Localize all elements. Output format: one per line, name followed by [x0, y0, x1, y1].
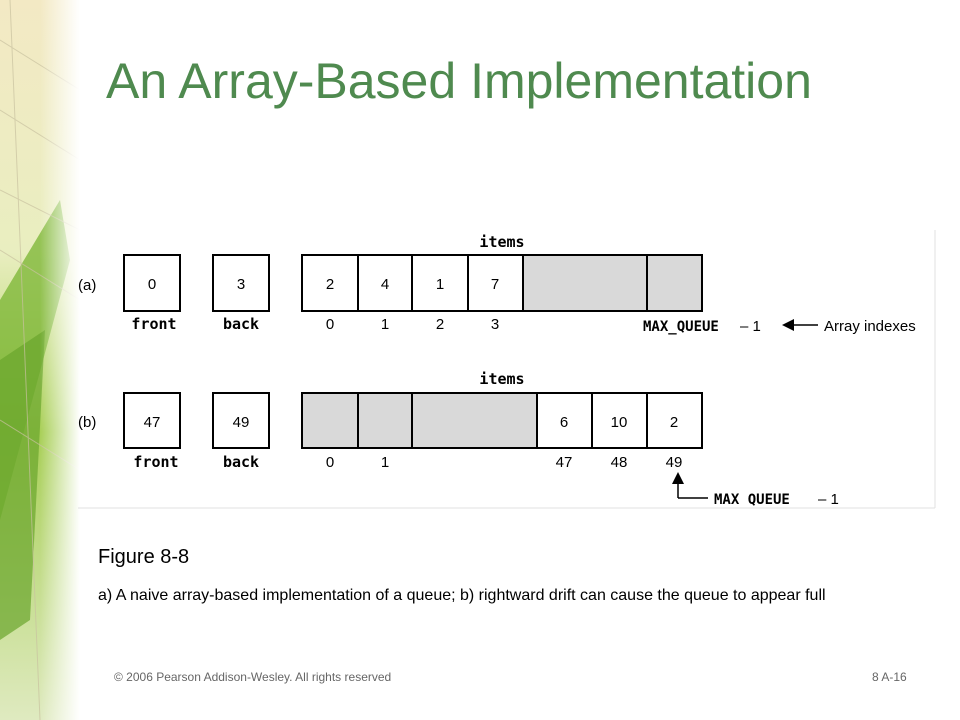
array-a-value-3: 7 [491, 276, 499, 293]
array-a-cell-2 [411, 254, 469, 312]
array-b-cell-gap [411, 392, 538, 449]
array-b-value-48: 10 [611, 414, 628, 431]
queue-array-figure: (a) items 0 front 3 back 2 4 1 7 0 1 2 3… [78, 230, 936, 509]
decorative-side-strip [0, 0, 80, 720]
array-a-value-1: 4 [381, 276, 389, 293]
array-b-cell-47 [536, 392, 593, 449]
array-b-value-49: 2 [670, 414, 678, 431]
back-box-b [212, 392, 270, 449]
array-a-cell-last [646, 254, 703, 312]
array-a-value-0: 2 [326, 276, 334, 293]
array-b-index-0: 0 [326, 454, 334, 471]
front-label-b: front [133, 453, 178, 471]
page-title: An Array-Based Implementation [106, 53, 812, 109]
diagram-b-label: (b) [78, 414, 96, 431]
array-a-cell-3 [467, 254, 524, 312]
back-value-b: 49 [233, 414, 250, 431]
max-queue-label-a: MAX_QUEUE [643, 319, 719, 335]
max-queue-suffix-b: – 1 [818, 491, 839, 508]
array-b-cell-0 [301, 392, 359, 449]
front-box-b [123, 392, 181, 449]
array-b-index-49: 49 [666, 454, 683, 471]
front-box-a [123, 254, 181, 312]
array-a-index-2: 2 [436, 316, 444, 333]
array-b-cell-1 [357, 392, 413, 449]
array-a-index-0: 0 [326, 316, 334, 333]
array-b-cell-48 [591, 392, 648, 449]
diagram-a-label: (a) [78, 277, 96, 294]
array-a-cell-gap [522, 254, 648, 312]
figure-heading: Figure 8-8 [98, 546, 190, 568]
front-value-a: 0 [148, 276, 156, 293]
back-box-a [212, 254, 270, 312]
array-b-index-48: 48 [611, 454, 628, 471]
slide-number: 8 A-16 [872, 670, 907, 684]
items-label-b: items [479, 370, 524, 388]
array-indexes-label: Array indexes [824, 318, 916, 335]
array-b-cell-49 [646, 392, 703, 449]
back-label-a: back [223, 315, 259, 333]
front-label-a: front [131, 315, 176, 333]
copyright-footer: © 2006 Pearson Addison-Wesley. All right… [114, 670, 392, 684]
array-a-cell-1 [357, 254, 413, 312]
diagram-a: (a) items 0 front 3 back 2 4 1 7 0 1 2 3… [78, 233, 916, 335]
array-b-index-47: 47 [556, 454, 573, 471]
back-label-b: back [223, 453, 259, 471]
diagram-b: (b) items 47 front 49 back 6 10 2 0 1 47… [78, 370, 839, 508]
max-queue-arrowhead-b [672, 472, 684, 484]
items-label-a: items [479, 233, 524, 251]
array-indexes-arrowhead [782, 319, 794, 331]
figure-caption: a) A naive array-based implementation of… [98, 587, 826, 604]
array-a-index-3: 3 [491, 316, 499, 333]
array-b-value-47: 6 [560, 414, 568, 431]
max-queue-label-b: MAX QUEUE [714, 492, 790, 508]
array-a-value-2: 1 [436, 276, 444, 293]
back-value-a: 3 [237, 276, 245, 293]
front-value-b: 47 [144, 414, 161, 431]
max-queue-suffix-a: – 1 [740, 318, 761, 335]
array-a-index-1: 1 [381, 316, 389, 333]
array-b-index-1: 1 [381, 454, 389, 471]
